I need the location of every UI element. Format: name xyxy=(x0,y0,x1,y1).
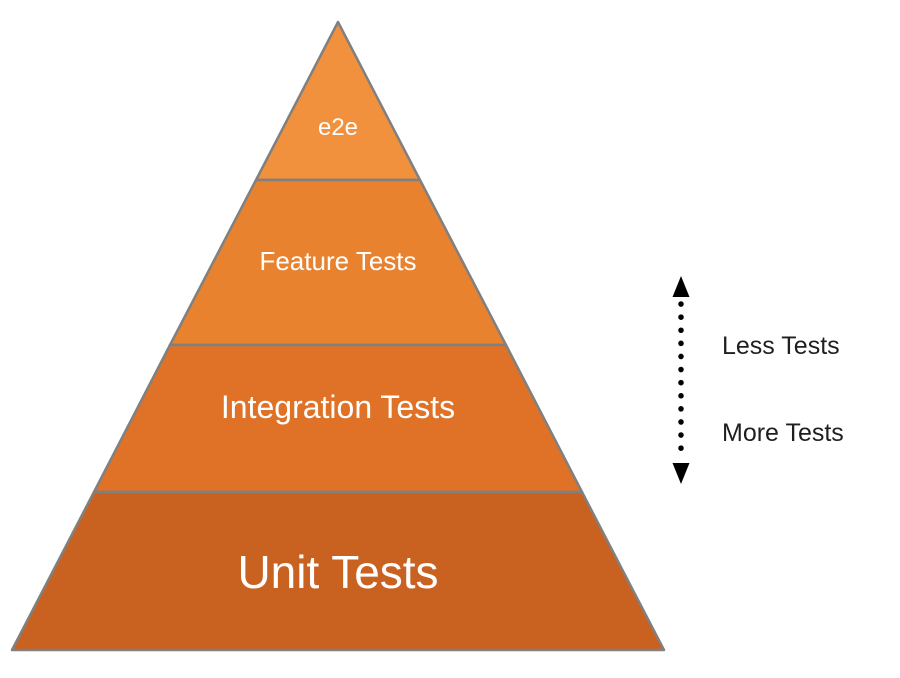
pyramid-label-integration-tests: Integration Tests xyxy=(221,389,455,425)
pyramid-label-unit-tests: Unit Tests xyxy=(237,546,438,598)
more-tests-label: More Tests xyxy=(722,419,844,447)
less-tests-label: Less Tests xyxy=(722,332,840,360)
pyramid-layer-e2e xyxy=(254,20,422,182)
pyramid-layer-unit-tests xyxy=(10,490,666,652)
pyramid-label-feature-tests: Feature Tests xyxy=(259,246,416,276)
arrow-up-head-icon xyxy=(672,276,690,297)
tests-quantity-arrow xyxy=(672,276,690,484)
pyramid: e2e Feature Tests Integration Tests Unit… xyxy=(10,20,666,652)
pyramid-label-e2e: e2e xyxy=(318,114,358,141)
arrow-down-head-icon xyxy=(672,463,690,484)
